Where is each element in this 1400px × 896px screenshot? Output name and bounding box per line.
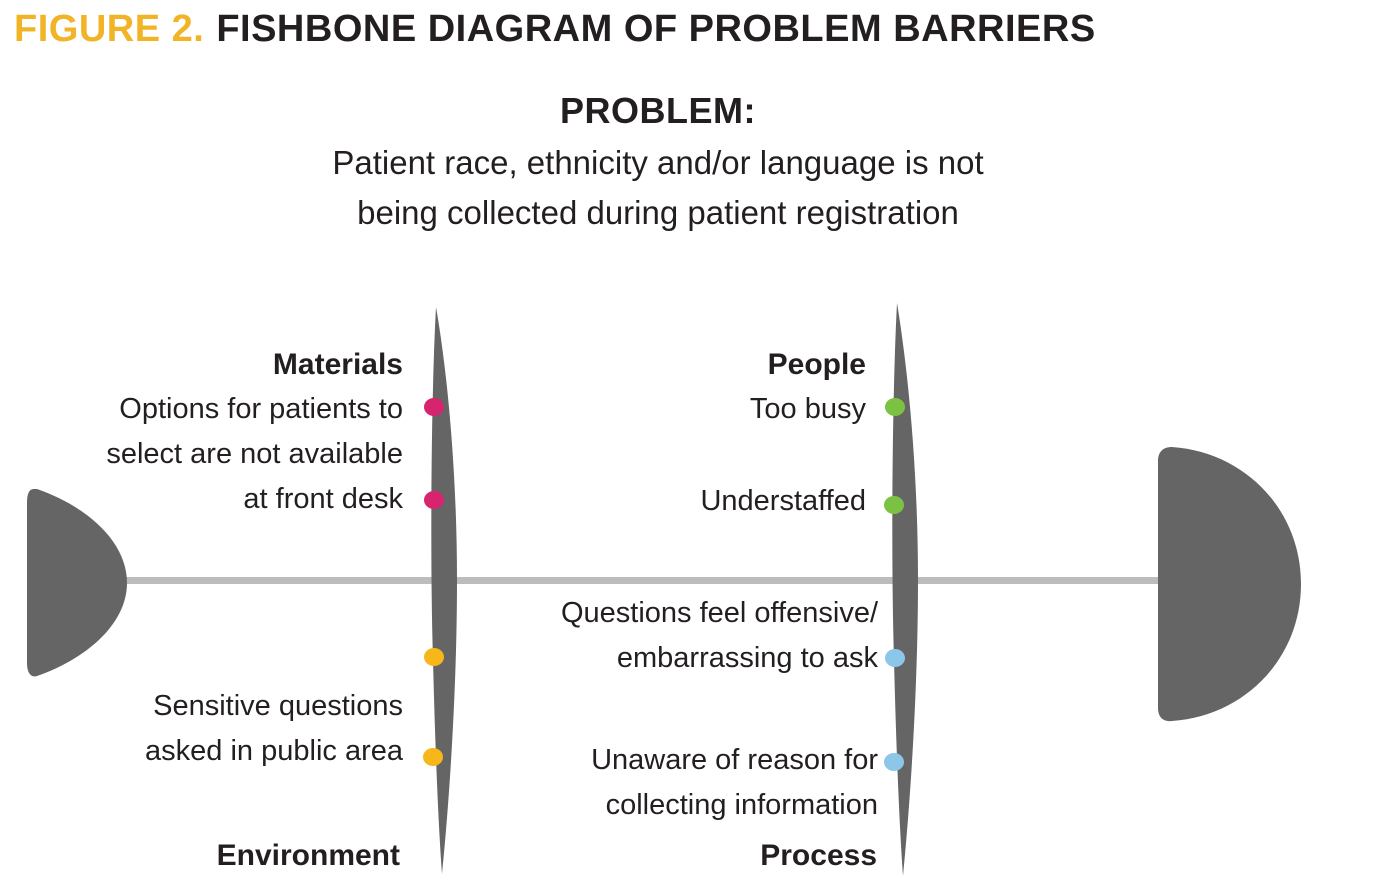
cause-text: Options for patients to [119,393,403,425]
problem-statement: PROBLEM: Patient race, ethnicity and/or … [0,84,1316,238]
cause-marker-dot-materials [424,491,444,509]
cause-text: Sensitive questions [153,690,403,722]
cause-marker-dot-people [884,496,904,514]
fish-tail-shape [27,489,127,677]
figure-number-label: FIGURE 2. [14,8,205,50]
problem-heading: PROBLEM: [560,90,756,131]
cause-marker-dot-process [884,753,904,771]
cause-text: asked in public area [145,735,403,767]
problem-statement-line: Patient race, ethnicity and/or language … [332,144,984,181]
cause-marker-dot-environment [423,748,443,766]
problem-statement-line: being collected during patient registrat… [357,194,959,231]
cause-text: Questions feel offensive/ [560,597,878,629]
cause-text: Understaffed [700,485,866,517]
figure-title-text: FISHBONE DIAGRAM OF PROBLEM BARRIERS [216,8,1096,50]
cause-marker-dot-process [885,649,905,667]
materials-section: Materials Options for patients to select… [0,342,403,522]
page-title: FIGURE 2. FISHBONE DIAGRAM OF PROBLEM BAR… [14,8,1096,51]
category-label-materials: Materials [272,348,403,381]
cause-text: embarrassing to ask [616,642,878,674]
environment-section: Sensitive questions asked in public area [0,684,403,774]
cause-marker-dot-people [885,398,905,416]
cause-text: select are not available [106,438,403,470]
category-label-environment: Environment [216,839,400,872]
fish-head-shape [1158,447,1301,722]
process-section: Questions feel offensive/ embarrassing t… [478,591,878,828]
cause-text: collecting information [605,789,878,821]
cause-marker-dot-environment [424,648,444,666]
spine-line [126,577,1158,584]
cause-text: Too busy [749,393,866,425]
bone-materials-environment [431,307,457,874]
category-label-process: Process [760,839,877,872]
category-label-people: People [767,348,866,381]
cause-marker-dot-materials [424,398,444,416]
people-section: People Too busy Understaffed [466,342,866,524]
cause-text: Unaware of reason for [591,744,878,776]
bone-people-process [892,303,918,876]
cause-text: at front desk [243,483,403,515]
